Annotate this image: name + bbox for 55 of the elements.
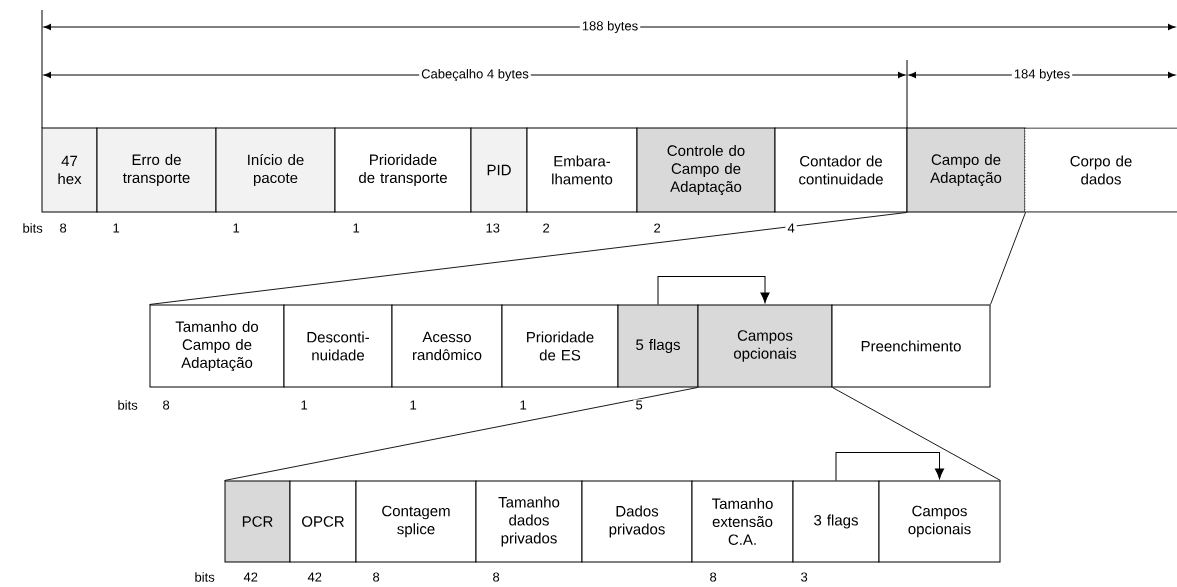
field-cell: Controle do Campo de Adaptação — [636, 127, 776, 213]
bit-count: 4 — [785, 222, 797, 234]
dimension-label: Cabeçalho 4 bytes — [419, 67, 531, 83]
zoom-line — [149, 212, 907, 305]
field-cell: 5 flags — [617, 304, 699, 388]
bit-count: 2 — [651, 222, 663, 234]
zoom-line — [990, 212, 1026, 305]
field-cell: Contagem splice — [355, 480, 477, 563]
field-cell: Tamanho dados privados — [475, 480, 583, 563]
bit-count: 1 — [110, 222, 122, 234]
field-cell: 47 hex — [41, 127, 98, 213]
field-cell: Prioridade de ES — [501, 304, 619, 388]
field-cell: Acesso randômico — [391, 304, 503, 388]
field-cell: Início de pacote — [215, 127, 336, 213]
field-cell: Tamanho extensão C.A. — [691, 480, 794, 563]
field-cell: Contador de continuidade — [774, 127, 908, 213]
bits-caption: bits — [20, 222, 45, 234]
bit-count: 8 — [490, 571, 502, 583]
field-cell: PID — [470, 127, 528, 213]
zoom-line — [224, 387, 698, 481]
bit-count: 1 — [517, 399, 529, 411]
field-cell: Campos opcionais — [878, 480, 1001, 563]
field-cell: OPCR — [289, 480, 357, 563]
bit-count: 5 — [633, 399, 645, 411]
bit-count: 8 — [370, 571, 382, 583]
field-cell: Tamanho do Campo de Adaptação — [149, 304, 285, 388]
field-cell: Corpo de dados — [1024, 127, 1177, 213]
field-cell: Desconti- nuidade — [283, 304, 393, 388]
bit-count: 13 — [483, 222, 502, 234]
bit-count: 1 — [230, 222, 242, 234]
dimension-label: 184 bytes — [1011, 67, 1073, 83]
bit-count: 8 — [160, 399, 172, 411]
arrow — [835, 452, 945, 481]
bit-count: 42 — [241, 571, 260, 583]
arrow — [657, 276, 770, 305]
field-cell: Prioridade de transporte — [334, 127, 472, 213]
bits-caption: bits — [115, 399, 140, 411]
field-cell: 3 flags — [792, 480, 880, 563]
bit-count: 1 — [350, 222, 362, 234]
field-cell: Embara- lhamento — [526, 127, 638, 213]
bit-count: 1 — [298, 399, 310, 411]
bit-count: 2 — [540, 222, 552, 234]
field-cell: Campos opcionais — [697, 304, 833, 388]
bit-count: 3 — [798, 571, 810, 583]
bit-count: 8 — [707, 571, 719, 583]
field-cell: Campo de Adaptação — [906, 127, 1026, 213]
field-cell: Preenchimento — [831, 304, 991, 388]
field-cell: Dados privados — [581, 480, 693, 563]
zoom-line — [832, 387, 1001, 481]
bits-caption: bits — [192, 571, 217, 583]
dimension-label: 188 bytes — [579, 19, 641, 35]
field-cell: PCR — [224, 480, 291, 563]
bit-count: 1 — [407, 399, 419, 411]
bit-count: 8 — [57, 222, 69, 234]
bit-count: 42 — [305, 571, 324, 583]
